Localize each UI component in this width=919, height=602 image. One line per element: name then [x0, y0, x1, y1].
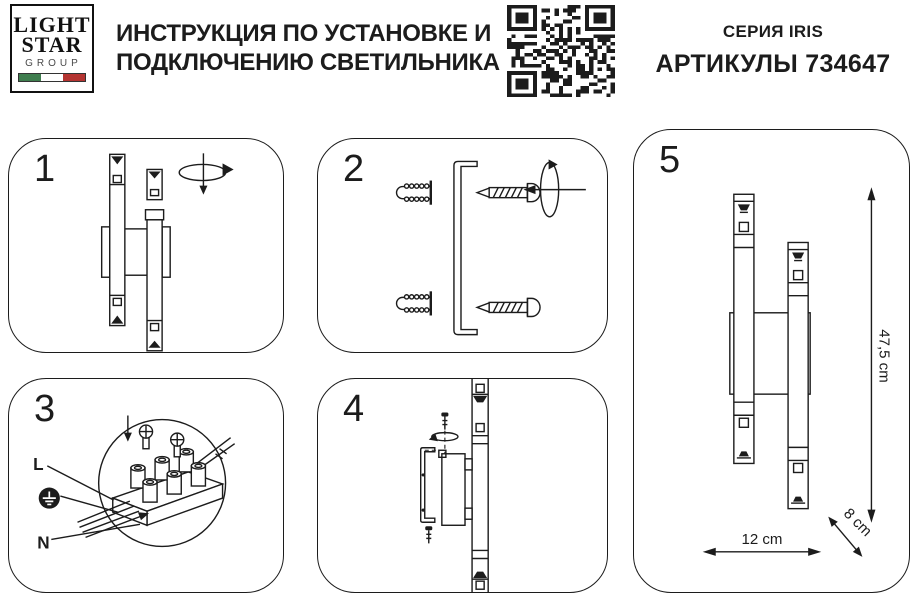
step-number-5: 5: [659, 139, 681, 181]
qr-code: [507, 5, 615, 97]
step-number-2: 2: [343, 148, 365, 190]
step3-wiring-diagram: L N: [33, 415, 236, 552]
down-arrow-icon: [123, 415, 132, 442]
article-number: АРТИКУЛЫ 734647: [655, 50, 891, 78]
step-panel-5: 5: [633, 129, 910, 593]
width-dimension: 12 cm: [702, 531, 822, 556]
title-line-2: ПОДКЛЮЧЕНИЮ СВЕТИЛЬНИКА: [116, 49, 500, 76]
lamp-tube-right: [787, 241, 809, 510]
flag-white: [41, 74, 63, 81]
logo-light-text: LIGHT: [13, 12, 91, 37]
italian-flag-stripe: [18, 73, 86, 82]
step-number-3: 3: [34, 388, 56, 430]
terminal-block: [110, 447, 225, 527]
page-title: ИНСТРУКЦИЯ ПО УСТАНОВКЕ И ПОДКЛЮЧЕНИЮ СВ…: [116, 19, 500, 77]
magnifier-circle: [97, 418, 227, 548]
lamp-tube-side: [471, 379, 489, 592]
rotation-arrow-icon: [428, 431, 459, 442]
flag-red: [63, 74, 85, 81]
ground-icon: [38, 487, 60, 509]
wall-anchor-icon: [395, 291, 432, 316]
step-panel-3: 3: [8, 378, 284, 593]
step-panel-4: 4: [317, 378, 608, 593]
live-wire-label: L: [33, 455, 43, 474]
title-line-1: ИНСТРУКЦИЯ ПО УСТАНОВКЕ И: [116, 20, 492, 47]
step-panel-2: 2: [317, 138, 608, 353]
height-value: 47,5 cm: [875, 329, 892, 383]
step-number-4: 4: [343, 388, 365, 430]
step4-mounting-diagram: [420, 379, 489, 592]
terminal-screw-icon: [138, 424, 185, 458]
step5-dimensions-diagram: 47,5 cm 12 cm 8 cm: [702, 187, 892, 557]
screw-icon: [475, 297, 541, 318]
wall-anchor-icon: [395, 180, 432, 205]
screw-icon: [475, 182, 541, 203]
logo-group-text: GROUP: [25, 58, 82, 69]
lamp-tube-left: [733, 193, 755, 465]
step2-wall-fixing-diagram: [395, 159, 586, 336]
height-dimension: 47,5 cm: [867, 187, 892, 523]
rotation-arrow-icon: [178, 153, 234, 195]
screw-icon: [425, 526, 433, 544]
depth-dimension: 8 cm: [828, 505, 875, 557]
logo-star-text: STAR: [21, 32, 83, 57]
step1-insert-lamp-diagram: [100, 153, 234, 352]
neutral-wire-label: N: [37, 533, 49, 552]
wall-bracket: [420, 447, 436, 523]
step-number-1: 1: [34, 148, 56, 190]
rotation-arrow-icon: [523, 159, 586, 218]
width-value: 12 cm: [741, 531, 782, 548]
step-panel-1: 1: [8, 138, 284, 353]
lightstar-logo: LIGHT STAR GROUP: [10, 4, 94, 93]
flag-green: [19, 74, 41, 81]
series-label: СЕРИЯ IRIS: [722, 22, 824, 41]
backplate-box: [441, 453, 466, 526]
mounting-bracket: [453, 160, 478, 336]
